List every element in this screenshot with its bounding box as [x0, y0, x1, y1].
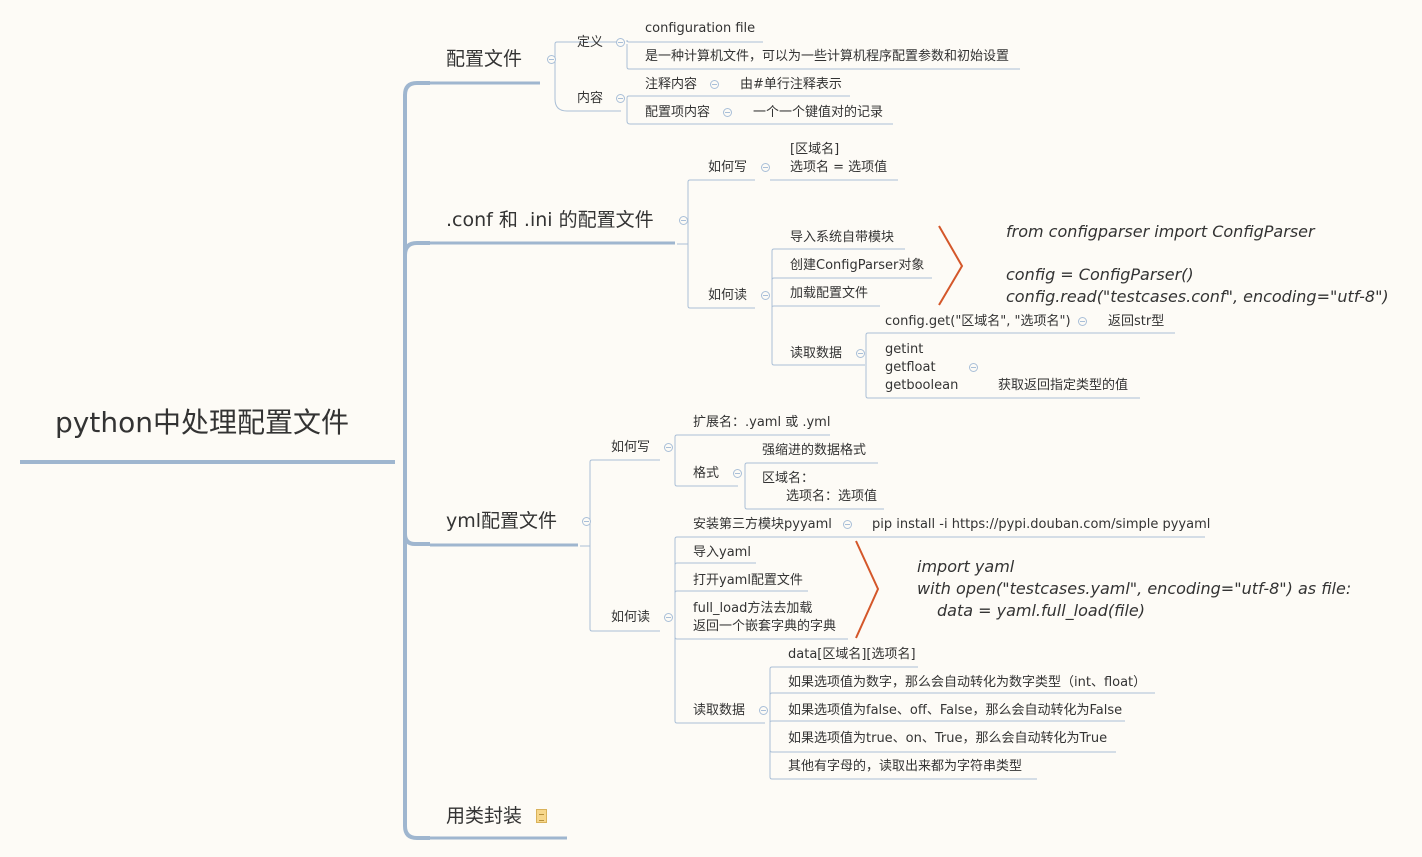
node-how-read[interactable]: 如何读 — [708, 288, 748, 303]
branch-yml[interactable]: yml配置文件 — [446, 510, 558, 532]
node-comment-desc[interactable]: 由#单行注释表示 — [740, 77, 842, 92]
branch-conf-ini[interactable]: .conf 和 .ini 的配置文件 — [446, 209, 654, 231]
code-yaml-line2: with open("testcases.yaml", encoding="ut… — [917, 579, 1352, 598]
node-yml-indent[interactable]: 强缩进的数据格式 — [762, 443, 867, 458]
collapse-toggle[interactable] — [582, 517, 591, 526]
collapse-toggle[interactable] — [664, 613, 673, 622]
node-def-desc[interactable]: 是一种计算机文件，可以为一些计算机程序配置参数和初始设置 — [645, 49, 1010, 64]
node-content[interactable]: 内容 — [577, 91, 604, 106]
node-yml-open[interactable]: 打开yaml配置文件 — [693, 573, 803, 588]
collapse-toggle[interactable] — [843, 520, 852, 529]
collapse-toggle[interactable] — [1078, 317, 1087, 326]
node-config-item-desc[interactable]: 一个一个键值对的记录 — [753, 105, 884, 120]
node-yml-how-write[interactable]: 如何写 — [611, 440, 651, 455]
node-getboolean[interactable]: getboolean — [885, 378, 959, 393]
collapse-toggle[interactable] — [761, 163, 770, 172]
node-yml-import[interactable]: 导入yaml — [693, 545, 751, 560]
collapse-toggle[interactable] — [664, 443, 673, 452]
node-yml-how-read[interactable]: 如何读 — [611, 610, 651, 625]
node-yml-ext[interactable]: 扩展名：.yaml 或 .yml — [693, 415, 831, 430]
collapse-toggle[interactable] — [710, 80, 719, 89]
node-write-option[interactable]: 选项名 = 选项值 — [790, 160, 888, 175]
code-yaml-line1: import yaml — [917, 557, 1015, 576]
collapse-toggle[interactable] — [679, 216, 688, 225]
collapse-toggle[interactable] — [616, 38, 625, 47]
node-yml-read-data[interactable]: 读取数据 — [693, 703, 746, 718]
bracket-yaml — [855, 540, 880, 639]
node-definition[interactable]: 定义 — [577, 35, 604, 50]
node-yml-string[interactable]: 其他有字母的，读取出来都为字符串类型 — [788, 759, 1023, 774]
node-read-load[interactable]: 加载配置文件 — [790, 286, 869, 301]
node-read-data[interactable]: 读取数据 — [790, 346, 843, 361]
node-getfloat[interactable]: getfloat — [885, 360, 936, 375]
node-yml-install-cmd[interactable]: pip install -i https://pypi.douban.com/s… — [872, 517, 1211, 532]
node-getint[interactable]: getint — [885, 342, 924, 357]
bracket-conf — [938, 225, 964, 306]
node-yml-option[interactable]: 选项名：选项值 — [786, 489, 878, 504]
node-config-get[interactable]: config.get("区域名", "选项名") — [885, 314, 1071, 329]
node-yml-true[interactable]: 如果选项值为true、on、True，那么会自动转化为True — [788, 731, 1108, 746]
node-config-get-return[interactable]: 返回str型 — [1108, 314, 1165, 329]
collapse-toggle[interactable] — [547, 55, 556, 64]
collapse-toggle[interactable] — [616, 94, 625, 103]
collapse-toggle[interactable] — [969, 363, 978, 372]
note-icon[interactable] — [536, 809, 547, 823]
node-yml-fullload[interactable]: full_load方法去加载 — [693, 601, 813, 616]
node-yml-number[interactable]: 如果选项值为数字，那么会自动转化为数字类型（int、float） — [788, 675, 1147, 690]
code-conf-line1: from configparser import ConfigParser — [1006, 222, 1315, 241]
node-yml-format[interactable]: 格式 — [693, 466, 720, 481]
node-yml-section[interactable]: 区域名： — [762, 471, 815, 486]
node-yml-install[interactable]: 安装第三方模块pyyaml — [693, 517, 832, 532]
branch-config-file[interactable]: 配置文件 — [446, 48, 523, 70]
code-conf-line2: config = ConfigParser() — [1006, 265, 1194, 284]
node-def-name[interactable]: configuration file — [645, 21, 756, 36]
node-how-write[interactable]: 如何写 — [708, 160, 748, 175]
node-comment[interactable]: 注释内容 — [645, 77, 698, 92]
node-write-section[interactable]: [区域名] — [790, 142, 840, 157]
branch-class-wrap[interactable]: 用类封装 — [446, 805, 523, 827]
collapse-toggle[interactable] — [759, 706, 768, 715]
node-yml-fullload-return[interactable]: 返回一个嵌套字典的字典 — [693, 619, 837, 634]
node-yml-data-access[interactable]: data[区域名][选项名] — [788, 647, 916, 662]
root-topic[interactable]: python中处理配置文件 — [55, 406, 349, 439]
node-config-item[interactable]: 配置项内容 — [645, 105, 711, 120]
code-yaml-line3: data = yaml.full_load(file) — [937, 601, 1145, 620]
collapse-toggle[interactable] — [856, 349, 865, 358]
collapse-toggle[interactable] — [723, 108, 732, 117]
node-read-import[interactable]: 导入系统自带模块 — [790, 230, 895, 245]
node-typed-get-desc[interactable]: 获取返回指定类型的值 — [998, 378, 1129, 393]
collapse-toggle[interactable] — [761, 291, 770, 300]
node-yml-false[interactable]: 如果选项值为false、off、False，那么会自动转化为False — [788, 703, 1123, 718]
node-read-create[interactable]: 创建ConfigParser对象 — [790, 258, 925, 273]
code-conf-line3: config.read("testcases.conf", encoding="… — [1006, 287, 1389, 306]
collapse-toggle[interactable] — [733, 469, 742, 478]
